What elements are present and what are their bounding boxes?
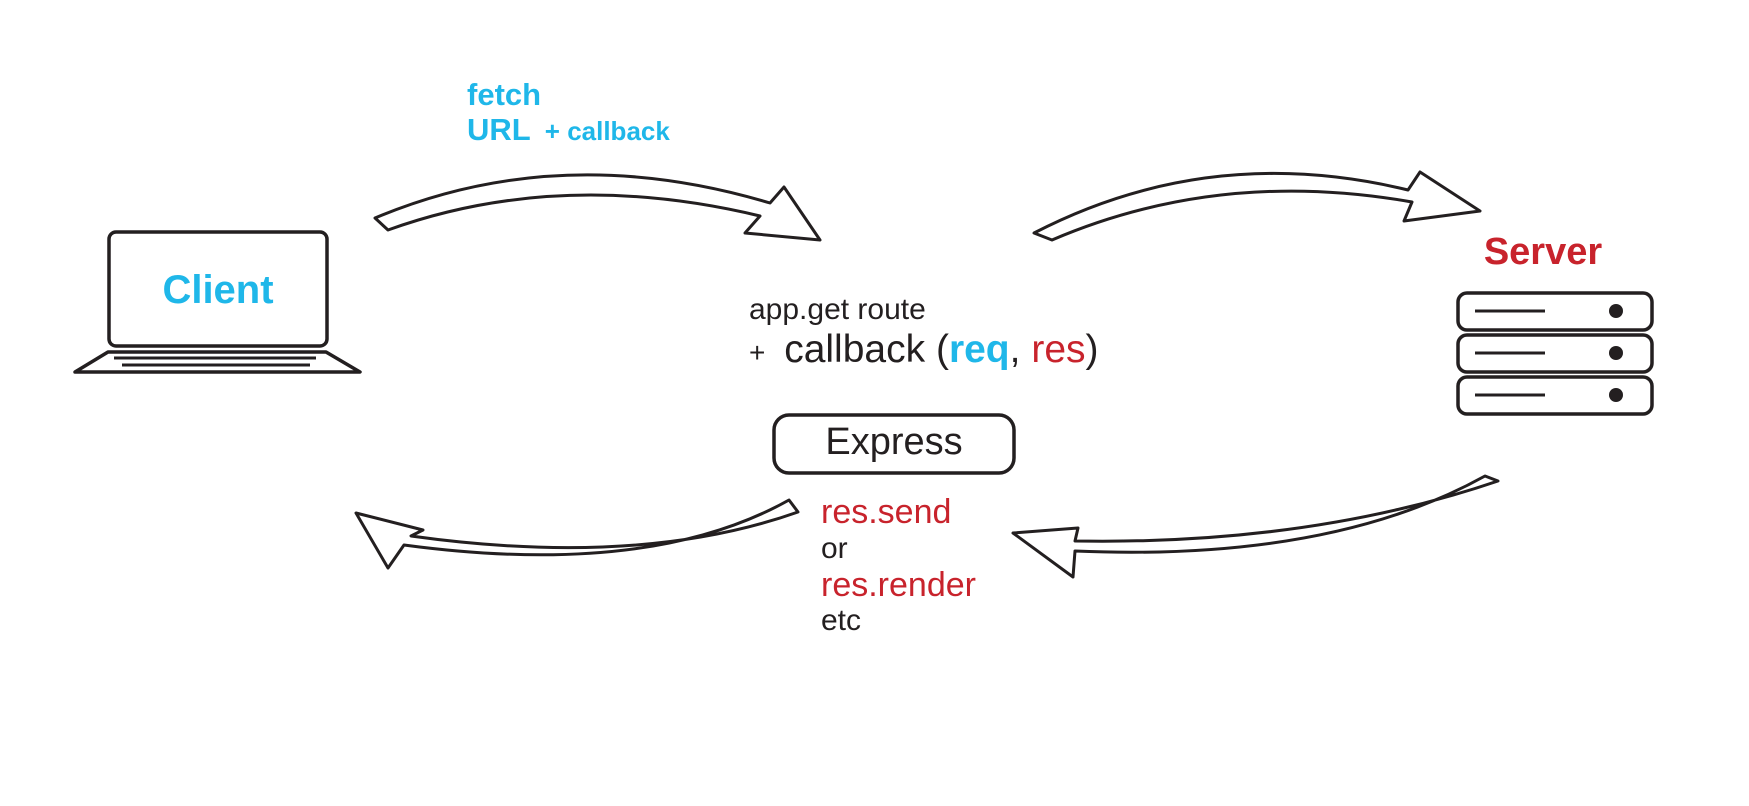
laptop-icon [73, 230, 362, 374]
server-rack-icon [1456, 291, 1654, 416]
route-line1: app.get route [749, 293, 926, 326]
arrow-express-to-server [1032, 170, 1482, 242]
route-plus: + [749, 337, 765, 368]
laptop-base [73, 350, 362, 374]
request-url-main: URL [467, 112, 530, 147]
route-close: ) [1086, 328, 1099, 371]
route-callback: callback ( [784, 328, 949, 371]
response-render: res.render [821, 566, 976, 604]
request-fetch-label: fetch [467, 77, 541, 112]
arrow-express-to-client [354, 498, 800, 570]
response-or: or [821, 532, 848, 565]
laptop-screen [107, 230, 329, 348]
server-label: Server [1484, 231, 1603, 273]
route-comma: , [1010, 328, 1021, 371]
route-res: res [1031, 328, 1085, 371]
express-label: Express [825, 421, 962, 463]
server-unit-1 [1456, 291, 1654, 332]
server-unit-3 [1456, 375, 1654, 416]
arrow-client-to-express [373, 173, 822, 242]
server-unit-2 [1456, 333, 1654, 374]
express-box [772, 413, 1016, 475]
client-label: Client [162, 268, 273, 312]
response-send: res.send [821, 493, 951, 531]
route-req: req [949, 328, 1010, 371]
response-etc: etc [821, 604, 861, 637]
route-line2: + callback (req, res) [749, 328, 1099, 371]
arrow-server-to-express [1011, 474, 1500, 579]
request-url-suffix: + callback [545, 116, 671, 146]
request-url-label: URL + callback [467, 112, 670, 147]
